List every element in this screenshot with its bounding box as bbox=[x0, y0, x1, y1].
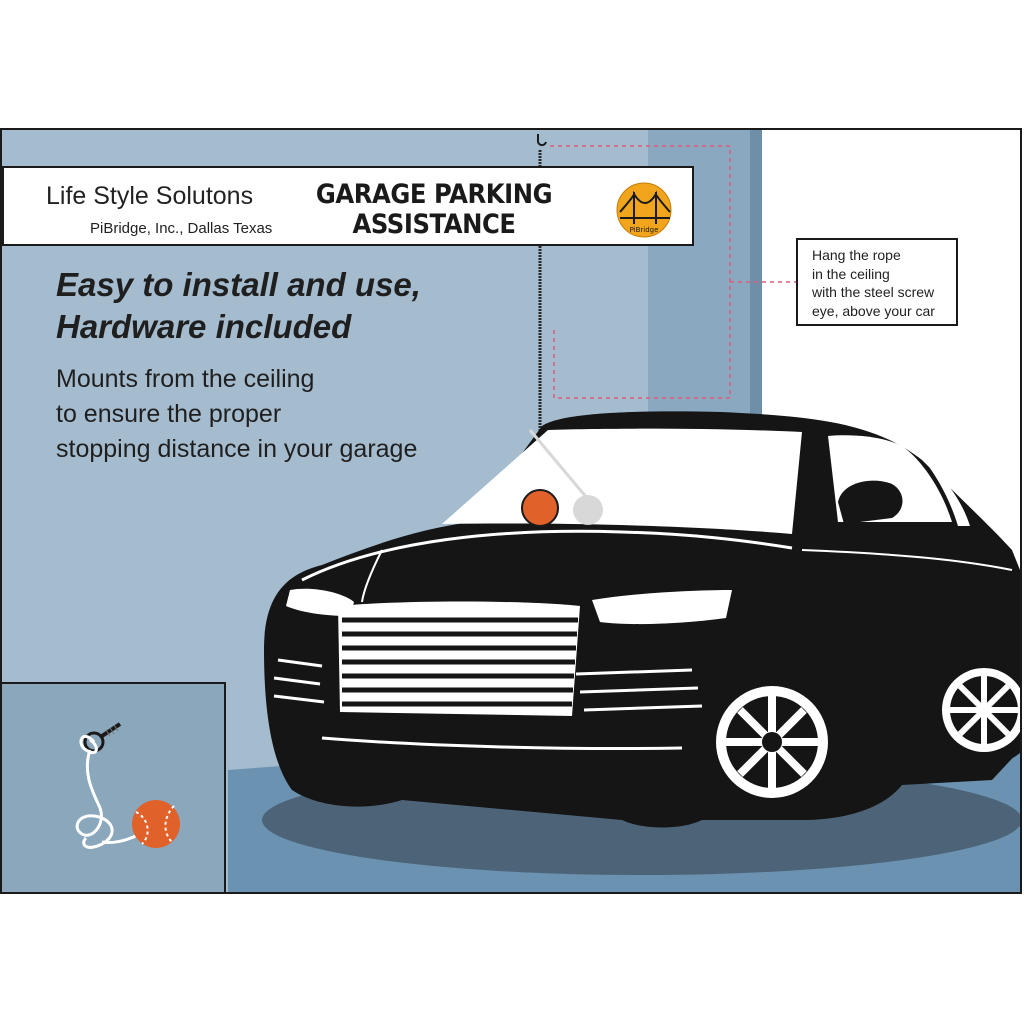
product-heading: GARAGE PARKING ASSISTANCE bbox=[290, 180, 578, 240]
description-line1: Mounts from the ceiling bbox=[56, 365, 315, 393]
brand-title: Life Style Solutons bbox=[46, 182, 254, 210]
install-callout: Hang the rope in the ceiling with the st… bbox=[796, 238, 958, 326]
description-line3: stopping distance in your garage bbox=[56, 435, 418, 463]
headline-line2: Hardware included bbox=[56, 308, 352, 345]
callout-line2: in the ceiling bbox=[812, 265, 890, 282]
description: Mounts from the ceiling to ensure the pr… bbox=[56, 362, 417, 467]
product-heading-line1: GARAGE PARKING bbox=[315, 179, 553, 210]
header-banner: Life Style Solutons PiBridge, Inc., Dall… bbox=[2, 166, 694, 246]
product-inset bbox=[0, 682, 226, 894]
callout-line4: eye, above your car bbox=[812, 302, 935, 319]
ball-reflection-icon bbox=[573, 495, 603, 525]
callout-connector bbox=[550, 145, 798, 399]
product-heading-line2: ASSISTANCE bbox=[352, 209, 516, 240]
ceiling-hook-icon bbox=[536, 134, 547, 147]
headline: Easy to install and use, Hardware includ… bbox=[56, 264, 421, 348]
rope-ball-kit-icon bbox=[75, 722, 180, 849]
ball-icon bbox=[521, 489, 559, 527]
callout-line3: with the steel screw bbox=[812, 284, 935, 300]
pibridge-logo-icon: PiBridge bbox=[616, 182, 672, 238]
description-line2: to ensure the proper bbox=[56, 400, 282, 428]
ball-icon bbox=[132, 800, 180, 848]
company-location: PiBridge, Inc., Dallas Texas bbox=[90, 220, 273, 237]
svg-text:PiBridge: PiBridge bbox=[630, 226, 659, 234]
rope-icon bbox=[75, 735, 141, 849]
callout-line1: Hang the rope bbox=[812, 247, 901, 263]
headline-line1: Easy to install and use, bbox=[56, 266, 421, 303]
